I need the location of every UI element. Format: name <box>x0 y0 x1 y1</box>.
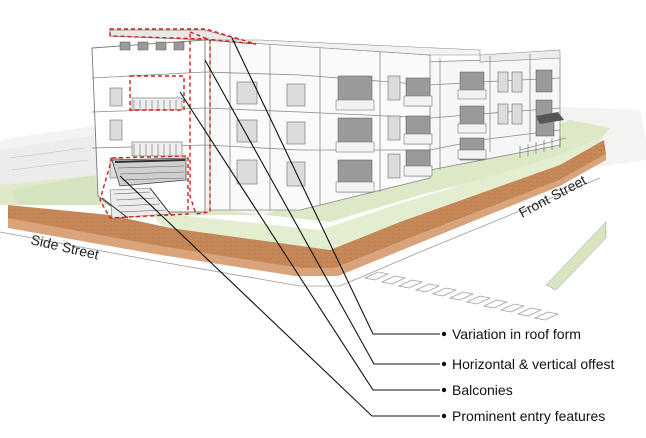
callout-leaders <box>119 37 447 419</box>
feature-highlights <box>99 28 257 219</box>
balconies-bullet <box>441 387 447 393</box>
roof-highlight <box>109 28 257 45</box>
callout-entry-label: Prominent entry features <box>452 408 605 424</box>
tower-windows <box>109 41 185 179</box>
road <box>0 177 607 321</box>
callout-balconies-label: Balconies <box>452 382 513 398</box>
balcony-highlight <box>129 75 185 111</box>
roof-bullet <box>441 331 447 337</box>
offset-leader <box>204 59 440 365</box>
roof-leader <box>231 37 440 335</box>
offset-highlight <box>189 30 211 215</box>
balconies-leader <box>179 91 440 391</box>
sidewalk <box>8 140 606 276</box>
entry-leader <box>119 175 440 417</box>
side-entry <box>519 112 567 158</box>
parking-lot <box>0 135 100 185</box>
callout-roof-label: Variation in roof form <box>452 326 581 342</box>
apartment-building <box>91 29 567 219</box>
offset-bullet <box>441 361 447 367</box>
entry-highlight <box>99 155 189 219</box>
main-entry <box>101 157 187 219</box>
crosswalk <box>363 271 560 321</box>
pilasters <box>229 42 531 210</box>
entry-bullet <box>441 413 447 419</box>
callout-offset-label: Horizontal & vertical offest <box>452 356 614 372</box>
balcony-railings <box>131 89 487 193</box>
